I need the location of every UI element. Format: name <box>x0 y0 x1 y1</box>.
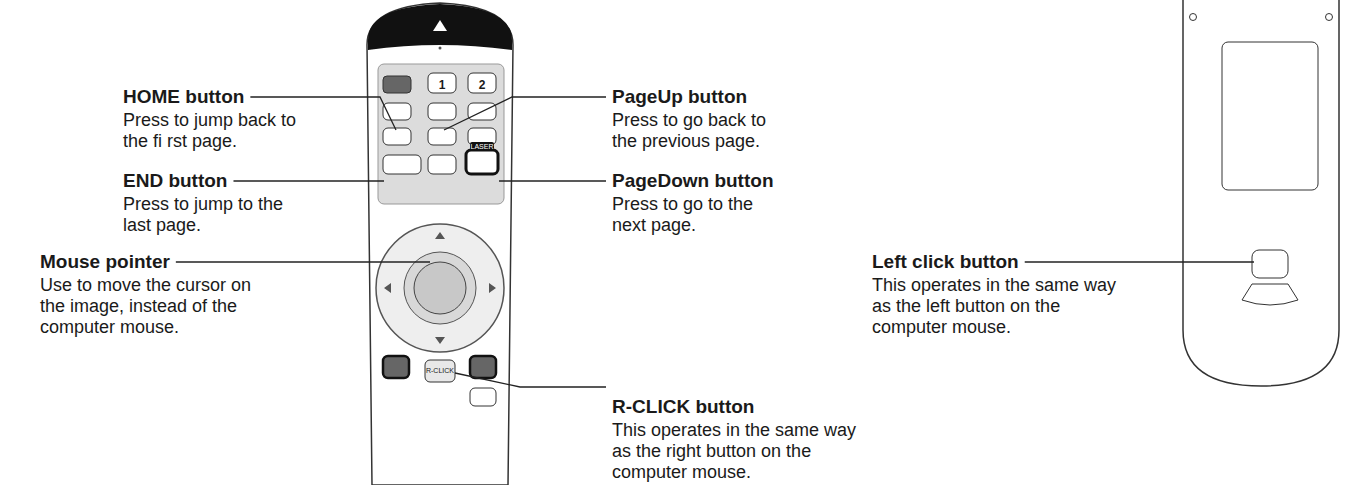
leader-line <box>499 180 606 181</box>
power-button <box>383 76 411 93</box>
leader-line <box>1025 261 1254 262</box>
button <box>470 356 496 378</box>
remote-cap <box>368 4 512 50</box>
button <box>428 103 456 120</box>
button <box>428 73 456 93</box>
button-label: 1 <box>428 78 456 92</box>
arrow-marks <box>384 232 496 344</box>
callout-title: PageDown button <box>612 170 773 192</box>
button-base <box>1242 284 1298 305</box>
callout-text: Press to jump back to the fi rst page. <box>123 110 303 152</box>
direction-pad <box>376 224 504 352</box>
callout-title: HOME button <box>123 86 244 108</box>
callout-title: R-CLICK button <box>612 396 754 418</box>
button <box>383 356 409 378</box>
pad-ring <box>404 252 476 324</box>
callout-title: PageUp button <box>612 86 747 108</box>
left-click-button <box>1252 250 1288 278</box>
button <box>468 73 496 93</box>
hole <box>1190 14 1197 21</box>
button-panel <box>378 64 504 204</box>
pageup-button <box>428 128 456 145</box>
button-label: 2 <box>468 78 496 92</box>
mouse-pointer <box>414 262 466 314</box>
callout-title: Mouse pointer <box>40 251 170 273</box>
button-label: R-CLICK <box>425 367 455 375</box>
callout-title: Left click button <box>872 251 1019 273</box>
leader-line <box>233 180 384 181</box>
pagedown-button <box>428 155 456 174</box>
end-button <box>383 155 421 174</box>
callout-text: This operates in the same way as the rig… <box>612 420 857 483</box>
leader-line <box>444 97 606 130</box>
remote-body <box>367 3 513 485</box>
battery-cover <box>1222 42 1318 190</box>
button-label: LASER <box>470 143 494 151</box>
callout-title: END button <box>123 170 227 192</box>
callout-text: Press to jump to the last page. <box>123 194 313 236</box>
led <box>439 47 442 50</box>
leader-line <box>176 261 430 262</box>
callout-text: Use to move the cursor on the image, ins… <box>40 275 280 338</box>
button <box>470 388 496 406</box>
rclick-button <box>425 360 455 382</box>
callout-text: Press to go back to the previous page. <box>612 110 792 152</box>
triangle-mark <box>433 20 447 31</box>
hole <box>1326 14 1333 21</box>
remote-back <box>1183 0 1339 386</box>
callout-text: This operates in the same way as the lef… <box>872 275 1117 338</box>
callout-text: Press to go to the next page. <box>612 194 787 236</box>
leader-line <box>455 373 606 387</box>
laser-button <box>466 150 498 174</box>
home-button <box>383 128 411 145</box>
laser-tag <box>470 142 494 151</box>
